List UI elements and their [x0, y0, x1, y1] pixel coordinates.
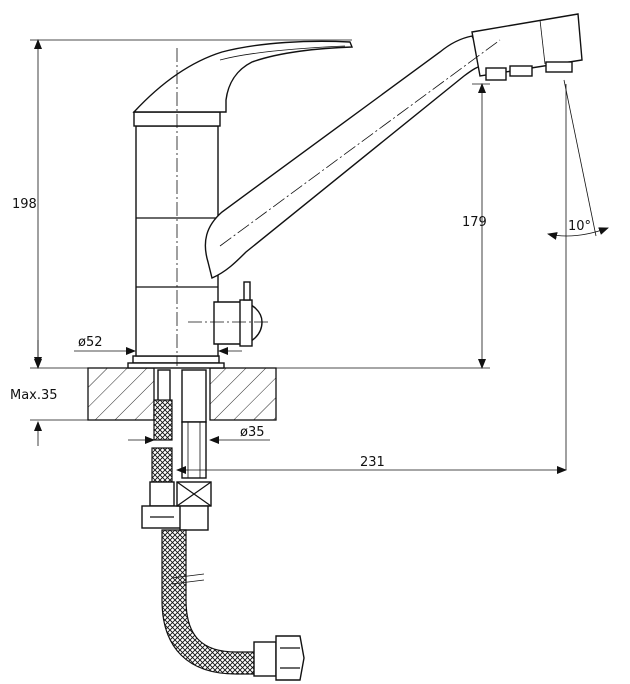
dim-spout-height: 179: [462, 83, 490, 369]
total-height-value: 198: [12, 197, 37, 212]
spout-height-value: 179: [462, 215, 487, 230]
dim-base-diameter: ø52: [74, 335, 242, 355]
counter-thickness-value: Max.35: [10, 388, 58, 403]
side-valve: [213, 281, 263, 347]
spout: [204, 13, 583, 279]
base-diameter-value: ø52: [78, 335, 103, 350]
mount-hole-value: ø35: [240, 425, 265, 440]
supply-hoses: [141, 369, 305, 681]
dim-mount-hole: ø35: [128, 425, 270, 444]
spout-angle-value: 10°: [568, 219, 591, 234]
spout-reach-value: 231: [360, 455, 385, 470]
countertop: [30, 367, 490, 421]
lever-handle: [132, 40, 354, 113]
dim-spout-angle: 10°: [547, 79, 609, 470]
dim-spout-reach: 231: [176, 455, 567, 474]
spout-axis-line: [219, 39, 501, 247]
dim-counter-thickness: Max.35: [10, 340, 58, 446]
faucet-body: [127, 111, 225, 369]
dim-total-height: 198: [12, 39, 352, 369]
